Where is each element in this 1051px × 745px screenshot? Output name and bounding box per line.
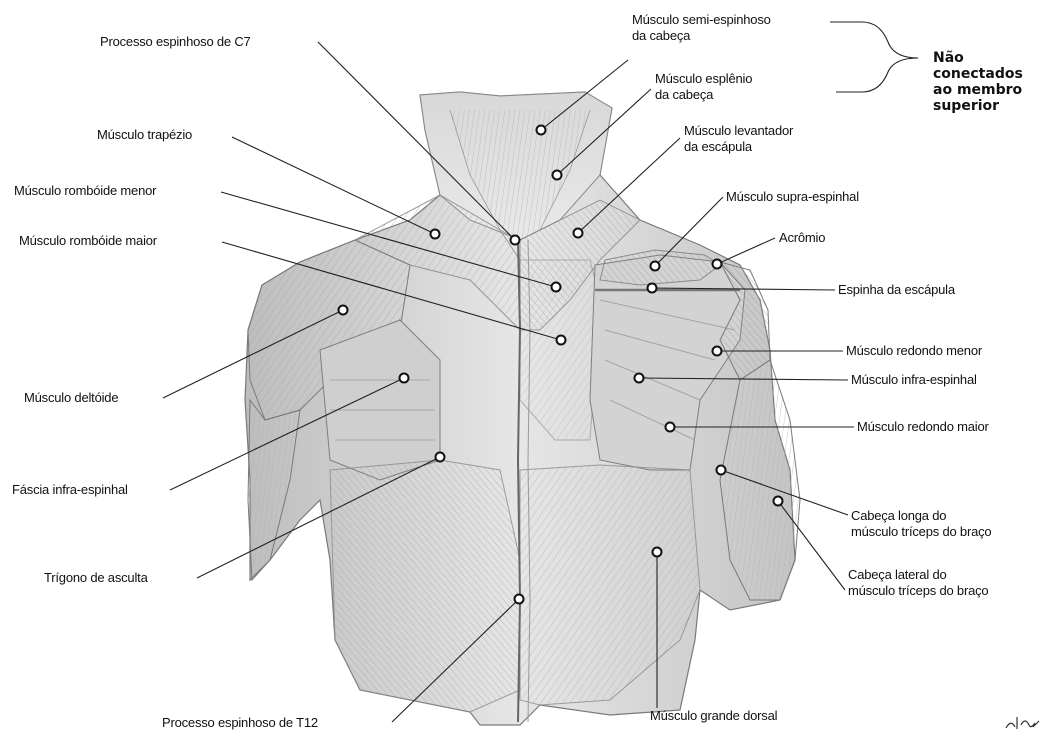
bracket-note-line4: superior bbox=[933, 98, 1023, 114]
label-acromio: Acrômio bbox=[779, 230, 825, 246]
label-redondo-maior: Músculo redondo maior bbox=[857, 419, 989, 435]
label-romboide-menor: Músculo rombóide menor bbox=[14, 183, 156, 199]
label-triceps-longa-line2: músculo tríceps do braço bbox=[851, 524, 991, 540]
label-levantador-line2: da escápula bbox=[684, 139, 793, 155]
label-esplenio: Músculo esplênio da cabeça bbox=[655, 71, 752, 103]
label-esplenio-line1: Músculo esplênio bbox=[655, 71, 752, 87]
label-supra-espinhal: Músculo supra-espinhal bbox=[726, 189, 859, 205]
label-triceps-lateral-line2: músculo tríceps do braço bbox=[848, 583, 988, 599]
bracket-note-line2: conectados bbox=[933, 66, 1023, 82]
bracket-note: Não conectados ao membro superior bbox=[933, 50, 1023, 114]
signature-mark bbox=[1003, 713, 1043, 736]
label-semi-espinhoso: Músculo semi-espinhoso da cabeça bbox=[632, 12, 771, 44]
label-infra-espinhal: Músculo infra-espinhal bbox=[851, 372, 977, 388]
bracket-note-line3: ao membro bbox=[933, 82, 1023, 98]
bracket-note-line1: Não bbox=[933, 50, 1023, 66]
label-fascia-infra-espinhal: Fáscia infra-espinhal bbox=[12, 482, 128, 498]
label-deltoide: Músculo deltóide bbox=[24, 390, 118, 406]
label-triceps-lateral: Cabeça lateral do músculo tríceps do bra… bbox=[848, 567, 988, 599]
label-triceps-longa-line1: Cabeça longa do bbox=[851, 508, 991, 524]
label-triceps-lateral-line1: Cabeça lateral do bbox=[848, 567, 988, 583]
label-semi-espinhoso-line2: da cabeça bbox=[632, 28, 771, 44]
label-processo-c7: Processo espinhoso de C7 bbox=[100, 34, 251, 50]
label-semi-espinhoso-line1: Músculo semi-espinhoso bbox=[632, 12, 771, 28]
label-triceps-longa: Cabeça longa do músculo tríceps do braço bbox=[851, 508, 991, 540]
label-trapezio: Músculo trapézio bbox=[97, 127, 192, 143]
artist-signature-icon bbox=[1003, 713, 1043, 733]
label-romboide-maior: Músculo rombóide maior bbox=[19, 233, 157, 249]
label-espinha-escapula: Espinha da escápula bbox=[838, 282, 955, 298]
torso bbox=[245, 92, 800, 725]
label-redondo-menor: Músculo redondo menor bbox=[846, 343, 982, 359]
label-trigono-asculta: Trígono de asculta bbox=[44, 570, 148, 586]
label-levantador-line1: Músculo levantador bbox=[684, 123, 793, 139]
label-levantador: Músculo levantador da escápula bbox=[684, 123, 793, 155]
label-esplenio-line2: da cabeça bbox=[655, 87, 752, 103]
label-processo-t12: Processo espinhoso de T12 bbox=[162, 715, 318, 731]
label-grande-dorsal: Músculo grande dorsal bbox=[650, 708, 777, 724]
